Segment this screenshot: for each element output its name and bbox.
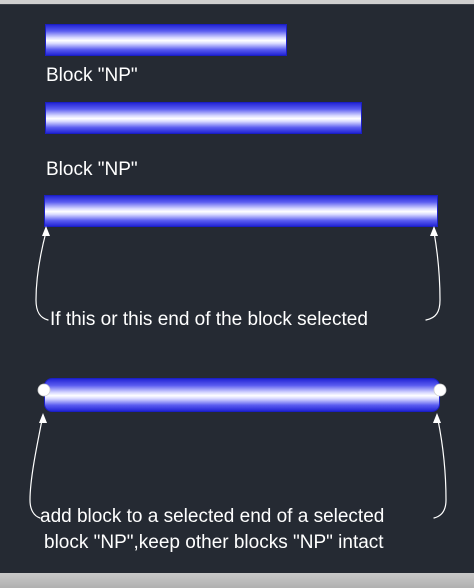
block-label-1: Block "NP"	[46, 65, 138, 86]
window-top-edge	[0, 0, 474, 4]
block-np-2[interactable]	[45, 102, 362, 134]
block-label-2: Block "NP"	[46, 159, 138, 180]
drawing-canvas[interactable]: Block "NP" Block "NP" If this or this en…	[0, 4, 474, 574]
action-note-line-1: add block to a selected end of a selecte…	[40, 506, 385, 527]
action-note-line-2: block "NP",keep other blocks "NP" intact	[44, 532, 384, 553]
block-np-1[interactable]	[45, 24, 287, 56]
window-bottom-edge	[0, 573, 474, 588]
block-np-4-extended[interactable]	[44, 378, 440, 412]
block-np-3-selectable[interactable]	[44, 195, 438, 227]
selection-note: If this or this end of the block selecte…	[50, 309, 368, 330]
